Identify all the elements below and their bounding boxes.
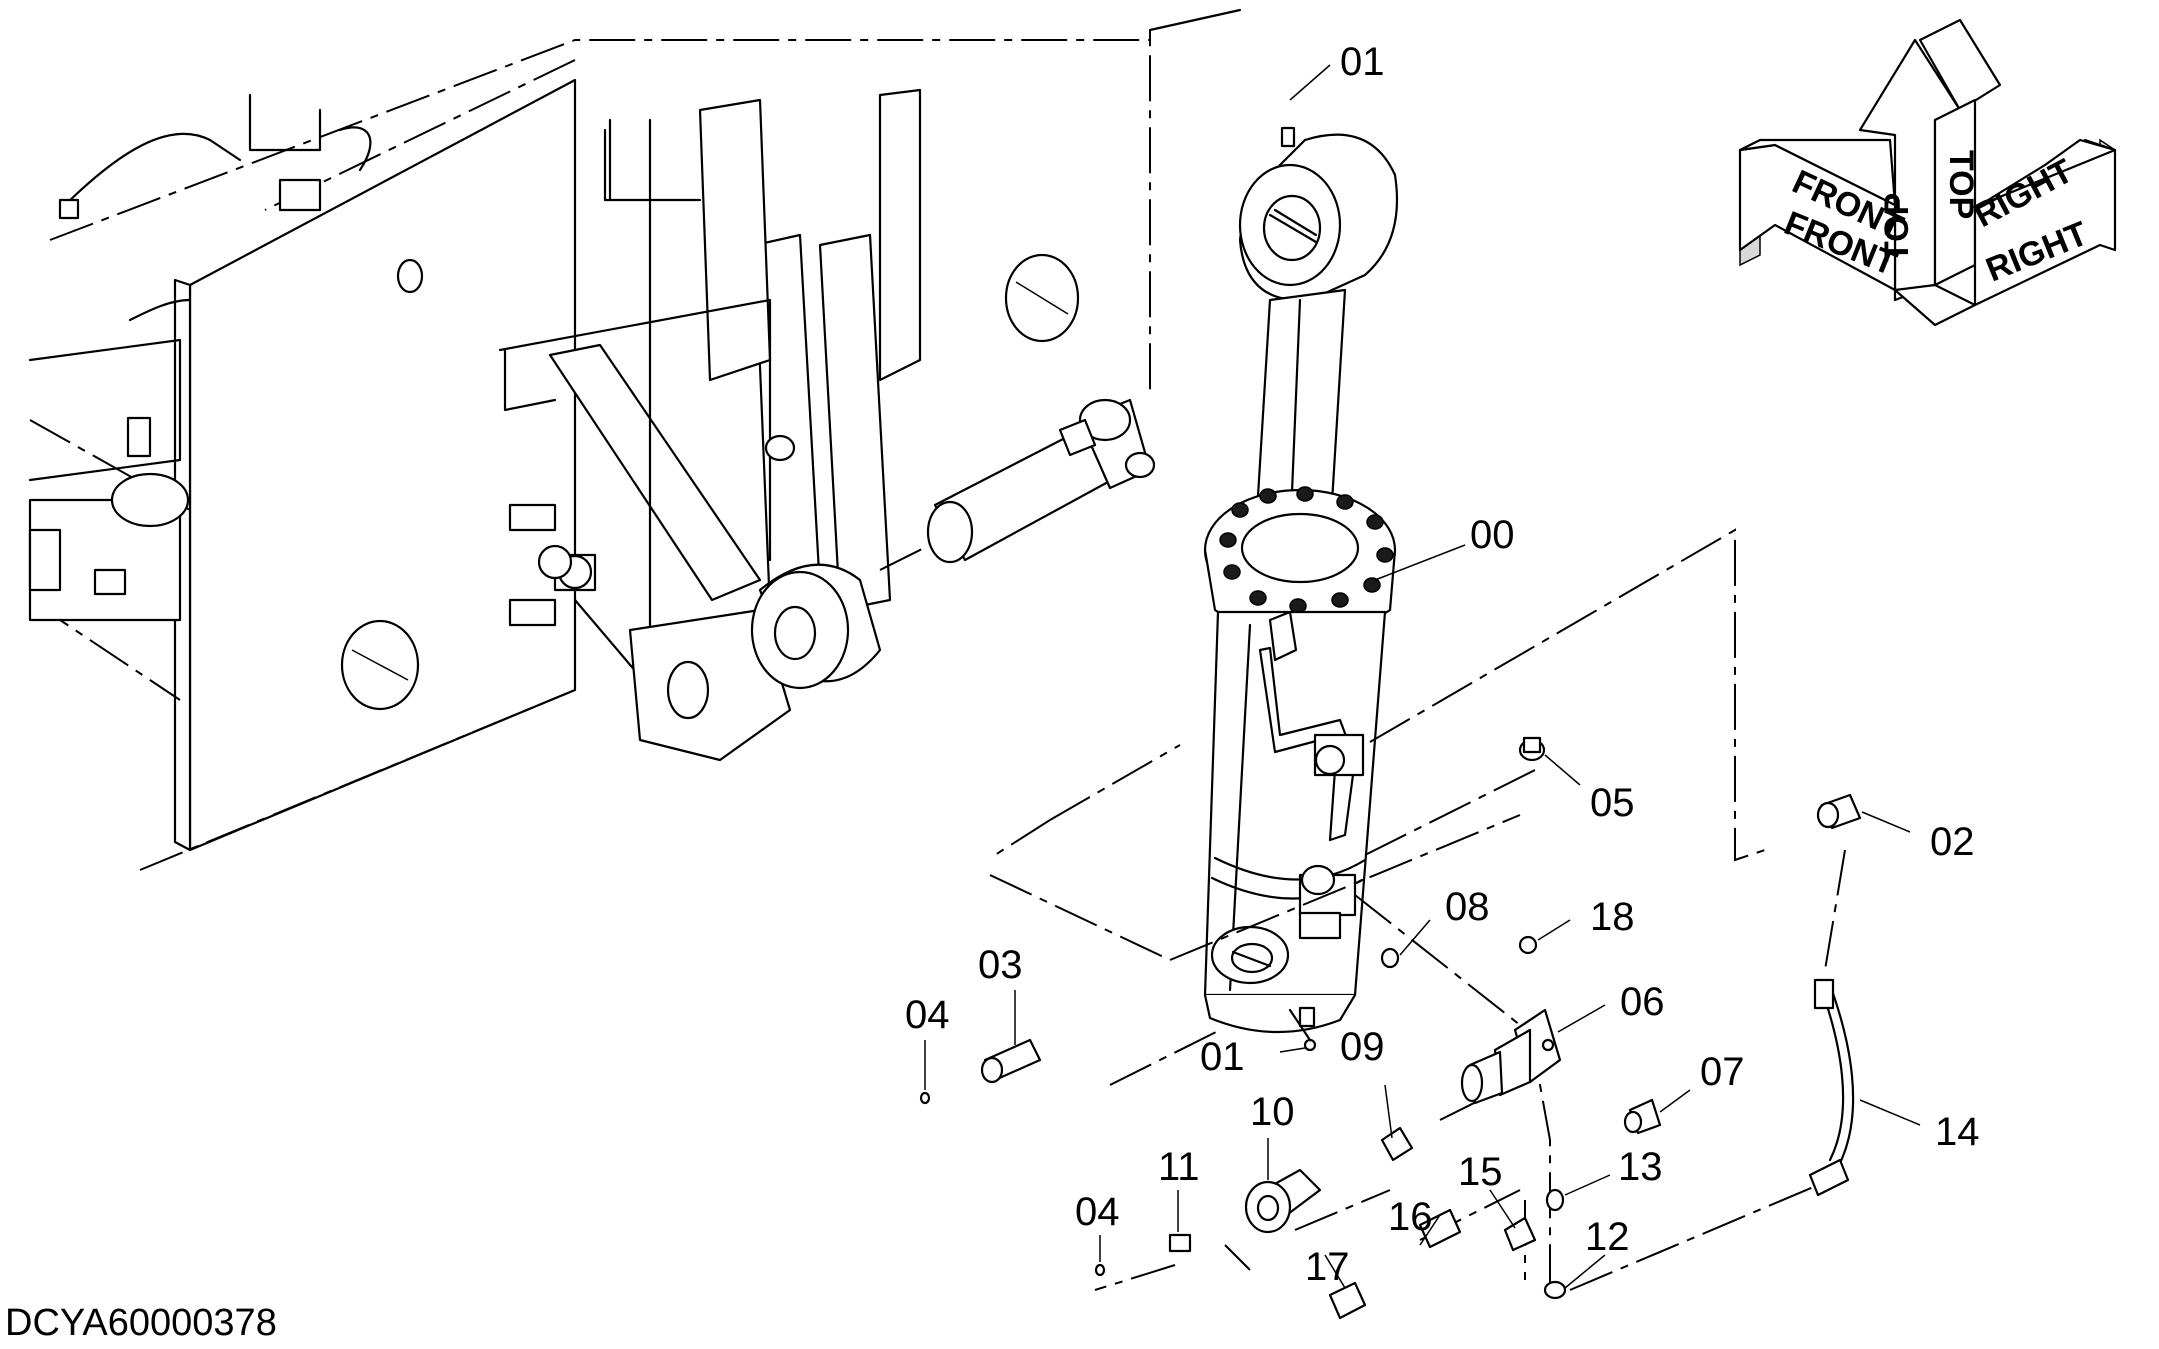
- callout-13: 13: [1618, 1145, 1663, 1189]
- callout-11: 11: [1158, 1145, 1200, 1189]
- callouts: 01 00 05 02 08 18 06 03 04 01 09 07 10 1…: [905, 40, 1980, 1289]
- callout-10: 10: [1250, 1090, 1295, 1134]
- gland-bolts: [1219, 486, 1394, 614]
- callout-18: 18: [1590, 895, 1635, 939]
- callout-15: 15: [1458, 1150, 1503, 1194]
- callout-09: 09: [1340, 1025, 1385, 1069]
- callout-12: 12: [1585, 1215, 1630, 1259]
- callout-03: 03: [978, 943, 1023, 987]
- callout-05: 05: [1590, 781, 1635, 825]
- cylinder-pin: [879, 398, 1156, 571]
- machine-frame: [28, 8, 1242, 871]
- fittings-and-valves: [919, 736, 1862, 1320]
- callout-01-bottom: 01: [1200, 1035, 1245, 1079]
- document-code: DCYA60000378: [5, 1302, 277, 1344]
- callout-17: 17: [1305, 1245, 1350, 1289]
- callout-02: 02: [1930, 820, 1975, 864]
- callout-08: 08: [1445, 885, 1490, 929]
- leader-lines: [924, 64, 1921, 1289]
- callout-06: 06: [1620, 980, 1665, 1024]
- callout-14: 14: [1935, 1110, 1980, 1154]
- orientation-top-label-2: TOP: [1942, 150, 1980, 219]
- callout-07: 07: [1700, 1050, 1745, 1094]
- callout-00: 00: [1470, 513, 1515, 557]
- orientation-top-label-1: TOP: [1878, 193, 1916, 262]
- callout-04-upper: 04: [905, 993, 950, 1037]
- callout-16: 16: [1388, 1195, 1433, 1239]
- hydraulic-cylinder: [1203, 126, 1399, 1034]
- alignment-lines: [989, 528, 1846, 1291]
- orientation-indicator: TOP TOP FRONT FRONT RIGHT RIGHT: [1738, 18, 2117, 327]
- callout-04-lower: 04: [1075, 1190, 1120, 1234]
- callout-01-top: 01: [1340, 40, 1385, 84]
